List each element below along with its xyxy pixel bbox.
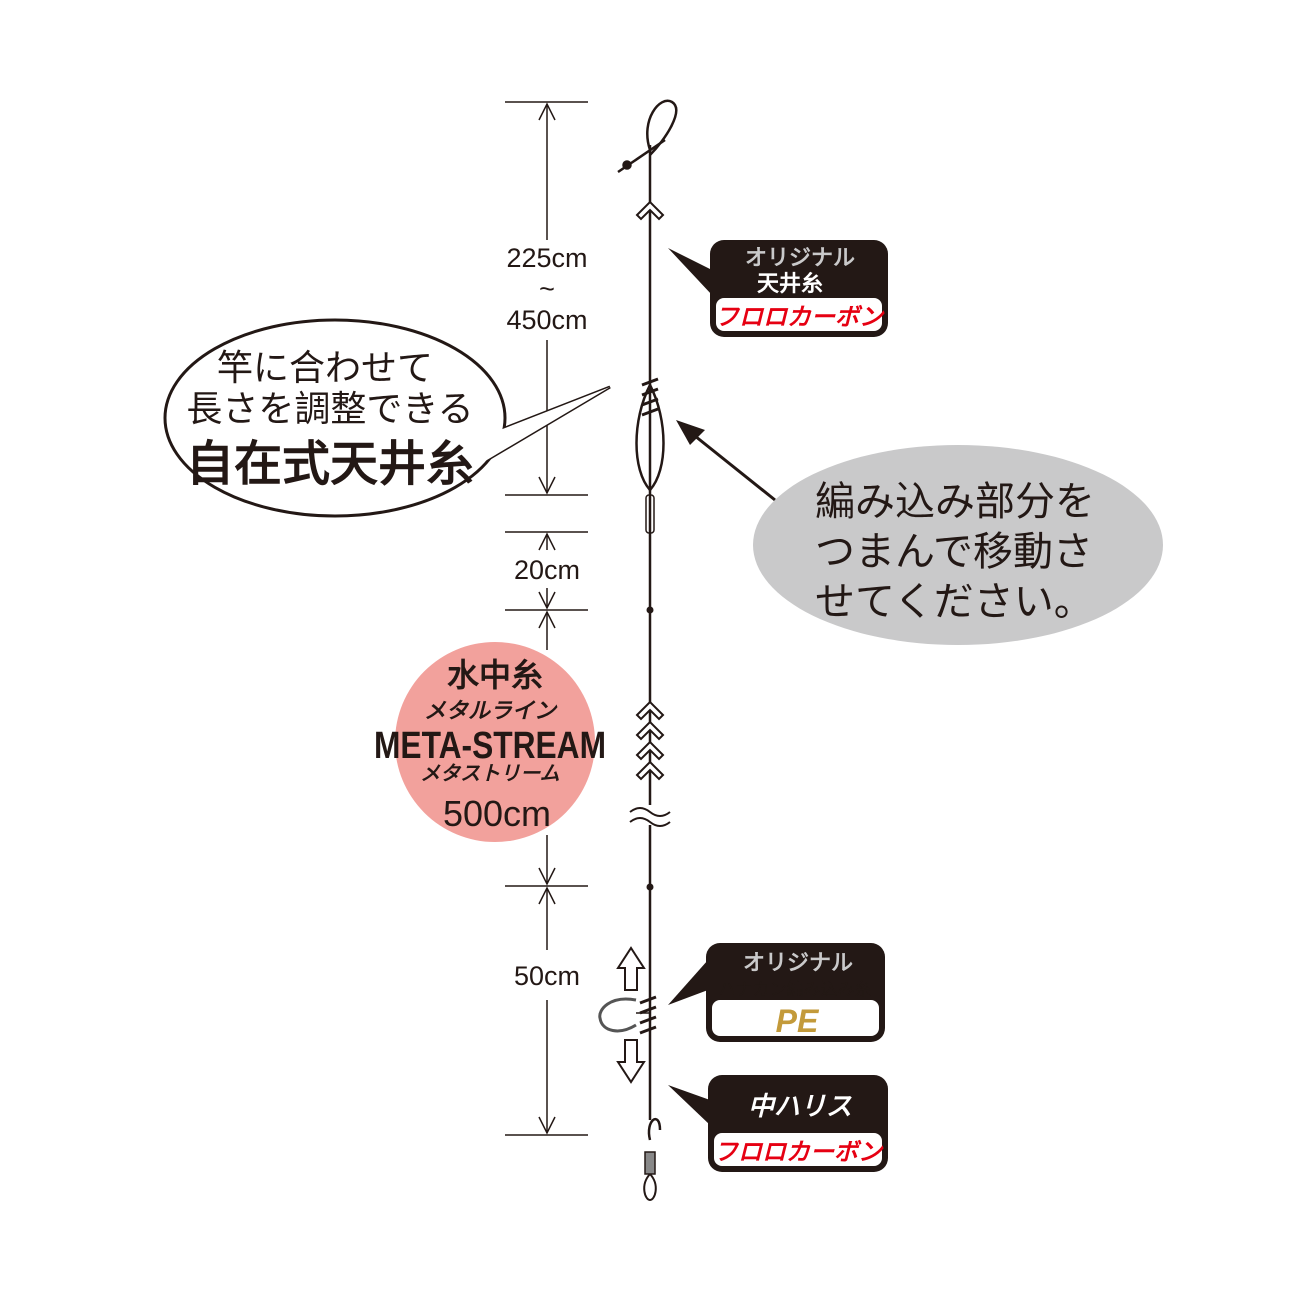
main-line-brand: META-STREAM [374, 725, 606, 767]
dimension-top-min: 225cm [506, 243, 587, 273]
dimension-middle: 20cm [514, 555, 580, 585]
callout-left-line3: 自在式天井糸 [186, 436, 474, 492]
label-leader-line: 中ハリス フロロカーボン [668, 1075, 888, 1172]
dimension-line [505, 101, 588, 1136]
label-2-material: PE [776, 1003, 820, 1039]
chevron-icons [635, 200, 665, 781]
bead-icon [646, 606, 654, 614]
main-line-title: 水中糸 [447, 656, 543, 694]
arrow-down-icon [616, 1039, 646, 1084]
nose-ring-icon [598, 997, 650, 1033]
label-1-material: フロロカーボン [715, 303, 885, 331]
main-line-badge: 水中糸 メタルライン META-STREAM メタストリーム 500cm [374, 642, 606, 842]
fishing-line [617, 99, 678, 1202]
label-3-line1: 中ハリス [748, 1092, 852, 1122]
dimension-top-max: 450cm [506, 305, 587, 335]
callout-left-line2: 長さを調整できる [186, 389, 473, 430]
callout-left-line1: 竿に合わせて [217, 348, 433, 389]
callout-left: 竿に合わせて 長さを調整できる 自在式天井糸 [163, 318, 611, 518]
label-3-material: フロロカーボン [714, 1138, 884, 1166]
label-1-line2: 天井糸 [757, 271, 823, 297]
label-1-line1: オリジナル [745, 245, 855, 271]
callout-right: 編み込み部分を つまんで移動さ せてください。 [676, 420, 1163, 645]
bead-icon [646, 883, 654, 891]
dimension-tilde: ~ [539, 274, 555, 304]
arrow-up-icon [616, 946, 646, 991]
label-2-line1: オリジナル [743, 950, 853, 976]
label-nose-ring-line: オリジナル ハナカン編み込み糸 PE [668, 943, 885, 1042]
label-ceiling-line: オリジナル 天井糸 フロロカーボン [668, 240, 888, 337]
callout-right-line3: せてください。 [815, 579, 1094, 625]
main-line-kana: メタルライン [424, 699, 558, 724]
callout-right-line1: 編み込み部分を [815, 479, 1095, 525]
main-line-length: 500cm [443, 793, 551, 834]
callout-right-line2: つまんで移動さ [815, 529, 1093, 575]
main-line-brand-kana: メタストリーム [420, 761, 559, 785]
label-2-line2: ハナカン編み込み糸 [719, 980, 872, 1000]
dimension-bottom: 50cm [514, 961, 580, 991]
